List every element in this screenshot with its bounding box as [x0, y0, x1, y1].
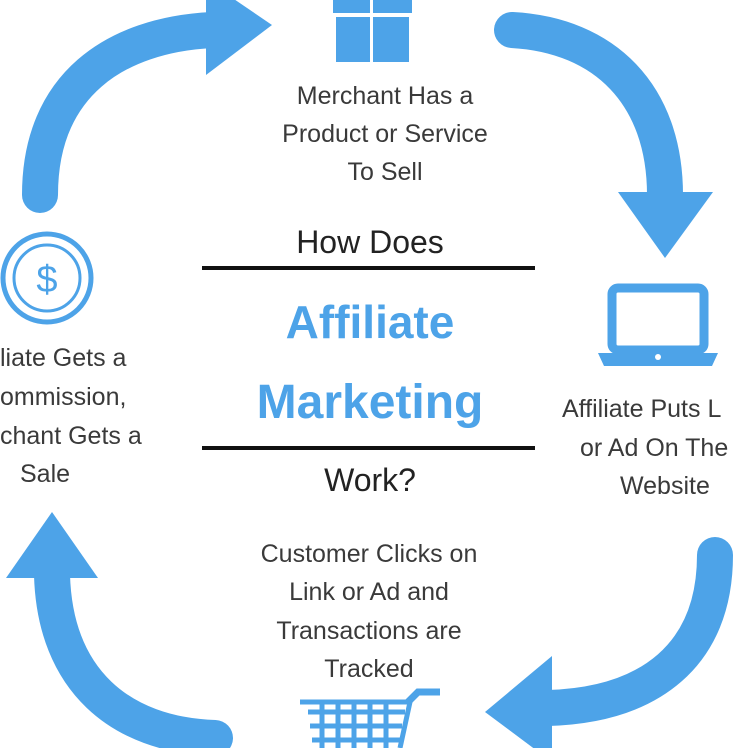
step-text: Tracked	[324, 655, 413, 683]
title-how-does: How Does	[296, 224, 444, 260]
step-text: ommission,	[0, 383, 126, 411]
step-text: chant Gets a	[0, 422, 142, 450]
title-work: Work?	[324, 462, 416, 498]
step-text: Link or Ad and	[289, 578, 449, 606]
step-text: Transactions are	[276, 617, 461, 645]
step-text: Sale	[20, 460, 70, 488]
arrow-top-right	[494, 12, 713, 258]
arrow-bottom-left	[6, 512, 233, 748]
step-text: Product or Service	[282, 120, 488, 148]
step-affiliate: Affiliate Puts L or Ad On The Website	[562, 395, 728, 500]
step-text: To Sell	[347, 158, 422, 186]
step-commission: liate Gets a ommission, chant Gets a Sal…	[0, 344, 142, 488]
step-text: Merchant Has a	[297, 82, 474, 110]
title-marketing: Marketing	[257, 376, 484, 429]
title-affiliate: Affiliate	[286, 296, 455, 348]
step-text: liate Gets a	[0, 344, 127, 372]
shopping-cart-icon	[300, 688, 440, 748]
step-merchant: Merchant Has a Product or Service To Sel…	[282, 82, 488, 186]
step-customer: Customer Clicks on Link or Ad and Transa…	[261, 540, 478, 683]
step-text: Website	[620, 472, 710, 500]
svg-text:$: $	[36, 259, 57, 301]
divider-top	[202, 266, 535, 270]
divider-bottom	[202, 446, 535, 450]
step-text: Customer Clicks on	[261, 540, 478, 568]
arrow-top-left	[22, 0, 272, 213]
dollar-coin-icon: $	[0, 231, 94, 325]
center-title: How Does Affiliate Marketing Work?	[202, 224, 535, 498]
arrow-bottom-right	[485, 537, 733, 748]
laptop-icon	[598, 283, 718, 366]
step-text: Affiliate Puts L	[562, 395, 721, 423]
gift-box-icon	[333, 0, 412, 63]
step-text: or Ad On The	[580, 434, 728, 462]
